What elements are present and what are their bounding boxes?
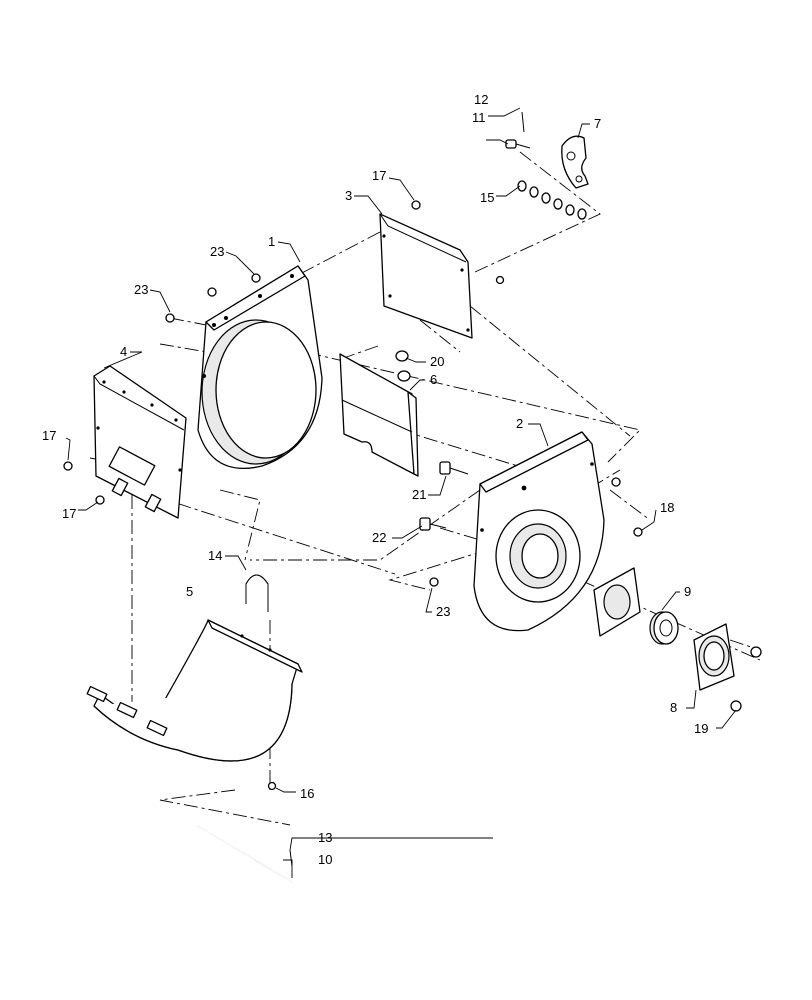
callout-4: 4 bbox=[120, 344, 127, 359]
callout-3: 3 bbox=[345, 188, 352, 203]
part-12-pin bbox=[521, 111, 525, 133]
part-14-ubolt bbox=[245, 574, 269, 612]
callout-14: 14 bbox=[208, 548, 222, 563]
callout-22: 22 bbox=[372, 530, 386, 545]
callout-1: 1 bbox=[268, 234, 275, 249]
callout-8: 8 bbox=[670, 700, 677, 715]
callout-6: 6 bbox=[430, 372, 437, 387]
bearing-flange-plate bbox=[593, 567, 641, 637]
part-10-rod bbox=[197, 825, 293, 883]
part-22-bolt bbox=[419, 517, 447, 531]
callout-20: 20 bbox=[430, 354, 444, 369]
part-11-bolt bbox=[505, 139, 531, 149]
callout-17c: 17 bbox=[62, 506, 76, 521]
part-21-bolt bbox=[439, 461, 469, 475]
callout-9: 9 bbox=[684, 584, 691, 599]
callout-10: 10 bbox=[318, 852, 332, 867]
part-15-washers bbox=[517, 180, 587, 220]
callout-21: 21 bbox=[412, 487, 426, 502]
callout-2: 2 bbox=[516, 416, 523, 431]
callout-15: 15 bbox=[480, 190, 494, 205]
part-8-flange bbox=[693, 623, 735, 691]
callout-13: 13 bbox=[318, 830, 332, 845]
callout-17a: 17 bbox=[372, 168, 386, 183]
part-2-housing bbox=[473, 431, 605, 632]
part-3-plate bbox=[379, 213, 473, 339]
part-6-cover bbox=[339, 353, 419, 477]
part-1-housing bbox=[197, 265, 323, 470]
part-9-bearing bbox=[649, 611, 679, 645]
part-4-bracket bbox=[93, 365, 187, 519]
callout-17b: 17 bbox=[42, 428, 56, 443]
callout-11: 11 bbox=[472, 110, 486, 125]
callout-19: 19 bbox=[694, 721, 708, 736]
callout-23a: 23 bbox=[210, 244, 224, 259]
callout-7: 7 bbox=[594, 116, 601, 131]
part-20-pins bbox=[395, 350, 411, 382]
leader-lines bbox=[65, 107, 737, 878]
part-7-latch bbox=[561, 135, 589, 189]
part-5-trough bbox=[86, 619, 303, 762]
callout-16: 16 bbox=[300, 786, 314, 801]
callout-18: 18 bbox=[660, 500, 674, 515]
callout-23b: 23 bbox=[134, 282, 148, 297]
callouts: 1 2 3 4 5 6 7 8 9 10 11 12 13 14 15 16 1… bbox=[42, 92, 708, 867]
callout-23c: 23 bbox=[436, 604, 450, 619]
callout-5: 5 bbox=[186, 584, 193, 599]
nuts bbox=[63, 200, 762, 791]
callout-12: 12 bbox=[474, 92, 488, 107]
